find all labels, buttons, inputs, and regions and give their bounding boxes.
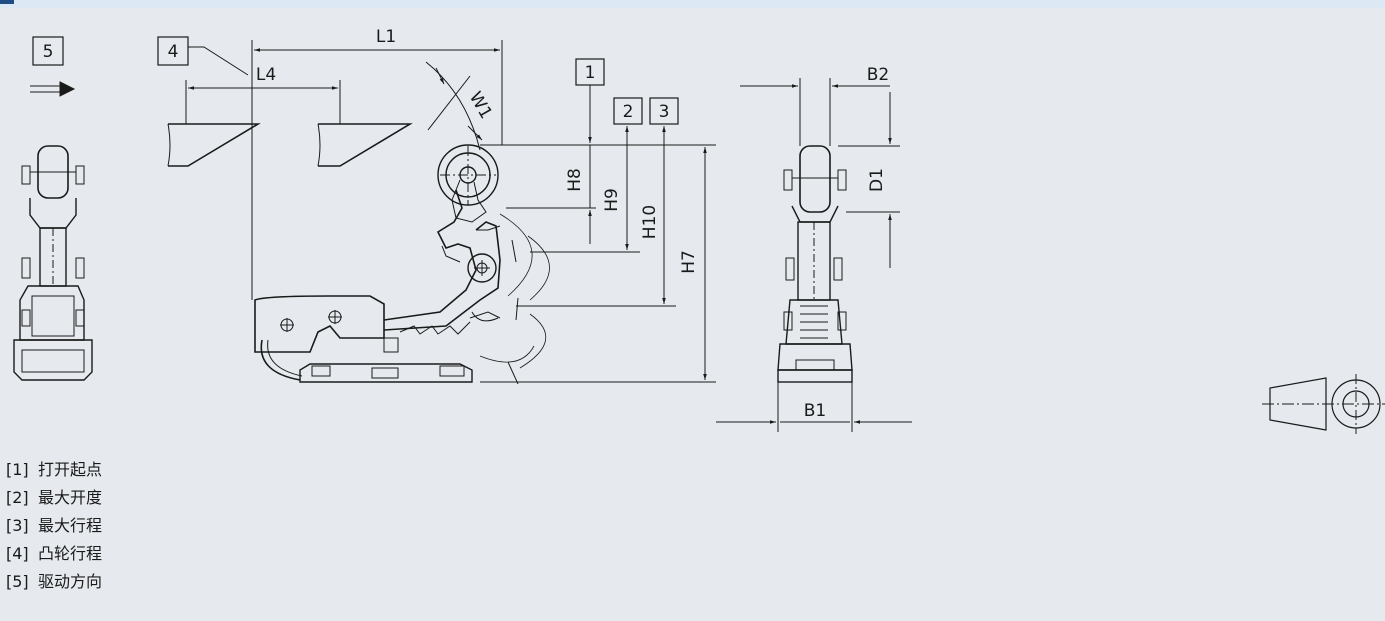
switch-front-view (716, 78, 912, 432)
header-accent (0, 0, 14, 4)
legend-text: 打开起点 (38, 460, 103, 479)
cam-1 (167, 123, 261, 167)
dim-B1-label: B1 (804, 401, 826, 421)
legend-number: [4] (6, 544, 29, 563)
dim-L1-label: L1 (376, 27, 396, 47)
legend-number: [5] (6, 572, 29, 591)
header-bar (0, 0, 1385, 8)
dim-H10-label: H10 (640, 205, 660, 239)
legend-text: 最大开度 (38, 488, 103, 507)
dim-H8-label: H8 (565, 168, 585, 192)
side-view-left (13, 145, 93, 381)
legend-item: [5] 驱动方向 (6, 568, 102, 596)
dimension-lines (185, 40, 716, 383)
legend-number: [3] (6, 516, 29, 535)
legend-item: [4] 凸轮行程 (6, 540, 102, 568)
projection-symbol-icon (1262, 374, 1385, 434)
legend-text: 驱动方向 (38, 572, 103, 591)
legend-item: [2] 最大开度 (6, 484, 102, 512)
legend-text: 最大行程 (38, 516, 103, 535)
legend-number: [1] (6, 460, 29, 479)
dim-H7-label: H7 (679, 250, 699, 274)
dim-H9-label: H9 (602, 188, 622, 212)
cam-2 (317, 123, 413, 167)
callout-4-label: 4 (168, 42, 179, 62)
switch-main-view (254, 144, 550, 385)
callout-box-2 (613, 97, 643, 125)
legend: [1] 打开起点 [2] 最大开度 [3] 最大行程 [4] 凸轮行程 [5] 驱动方向 (6, 456, 102, 596)
dim-D1-label: D1 (867, 168, 887, 192)
callout-box-5 (32, 36, 64, 66)
legend-text: 凸轮行程 (38, 544, 103, 563)
callout-5-label: 5 (43, 42, 54, 62)
callout-box-3 (649, 97, 679, 125)
callout-3-label: 3 (659, 102, 670, 122)
dim-L4-label: L4 (256, 65, 276, 85)
dim-W1-label: W1 (465, 89, 496, 123)
callout-1-label: 1 (585, 63, 596, 83)
legend-number: [2] (6, 488, 29, 507)
callout-box-4 (157, 36, 189, 66)
legend-item: [1] 打开起点 (6, 456, 102, 484)
callout-2-label: 2 (623, 102, 634, 122)
drive-direction-arrow (30, 81, 76, 97)
legend-item: [3] 最大行程 (6, 512, 102, 540)
callout-box-1 (575, 58, 605, 86)
dim-B2-label: B2 (867, 65, 889, 85)
